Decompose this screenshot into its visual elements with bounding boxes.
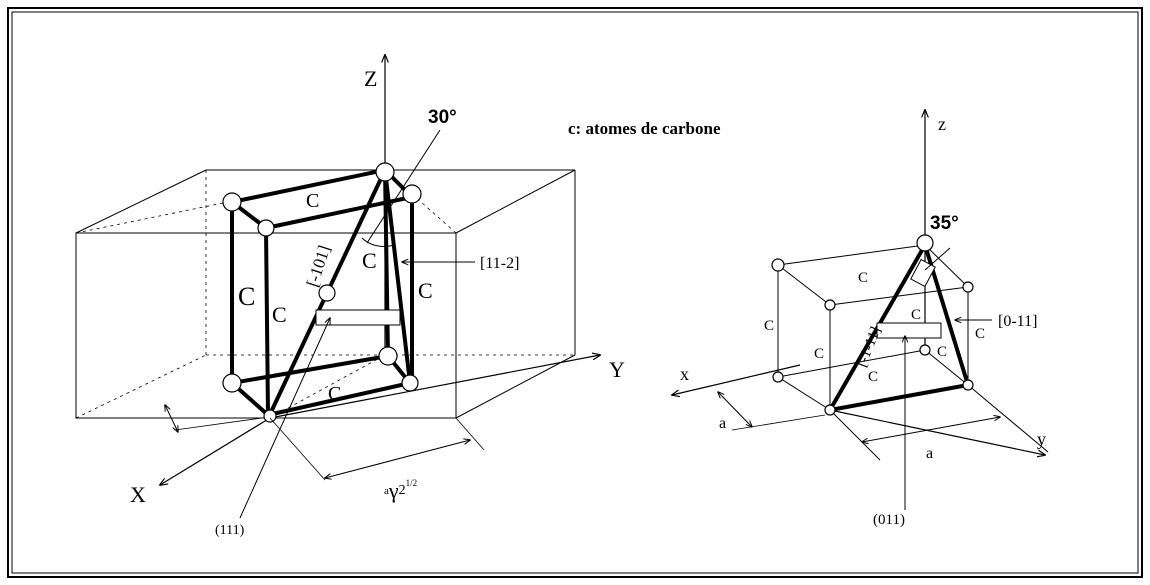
left-x-axis — [160, 417, 271, 485]
right-x-axis — [672, 364, 801, 395]
left-y-axis — [269, 355, 600, 419]
right-angle-label: 35° — [930, 213, 959, 234]
left-carbon-label: C — [328, 383, 341, 405]
left-dimension-label: aγ21/2 — [384, 478, 417, 503]
left-carbon-label: C — [418, 278, 433, 303]
right-carbon-label: C — [975, 326, 985, 342]
left-axis-y-label: Y — [609, 357, 625, 382]
right-dim-a-left: a — [719, 415, 726, 432]
right-axis-y-label: y — [1037, 429, 1046, 449]
outer-frame — [7, 7, 1143, 578]
right-plane-label: (011) — [873, 512, 905, 528]
right-dim-a-bottom: a — [926, 445, 933, 462]
left-direction-label: [-101] — [303, 243, 334, 289]
left-angle-label: 30° — [428, 107, 457, 128]
right-carbon-label: C — [937, 344, 947, 360]
right-carbon-label: C — [858, 270, 868, 286]
left-carbon-label: C — [238, 282, 255, 311]
left-plane-label: (111) — [215, 523, 245, 538]
right-carbon-label: C — [764, 318, 774, 334]
left-carbon-label: C — [362, 248, 377, 273]
left-axis-x-label: X — [130, 482, 146, 507]
right-direction-label: [-1-11] — [854, 325, 885, 370]
right-carbon-label: C — [814, 346, 824, 362]
left-axis-z-label: Z — [364, 66, 377, 91]
right-carbon-label: C — [868, 369, 878, 385]
right-y-axis — [829, 409, 1045, 455]
right-plane-rect — [876, 322, 942, 339]
left-carbon-label: C — [272, 302, 287, 327]
right-carbon-label: C — [911, 307, 921, 323]
right-direction-right-label: [0-11] — [998, 313, 1037, 330]
legend-text: c: atomes de carbone — [568, 119, 721, 138]
inner-frame — [11, 11, 1139, 574]
left-direction-right-label: [11-2] — [480, 255, 519, 272]
right-figure: z x y 35° [-1-11] [0-11] (011) a a C C C… — [672, 110, 1049, 528]
right-axis-z-label: z — [938, 114, 946, 134]
left-carbon-label: C — [306, 190, 319, 212]
left-plane-rect — [315, 309, 401, 326]
right-axis-x-label: x — [680, 364, 689, 384]
left-figure: Z Y X 30° [-101] [11-2] (111) aγ21/2 C C… — [75, 55, 625, 538]
